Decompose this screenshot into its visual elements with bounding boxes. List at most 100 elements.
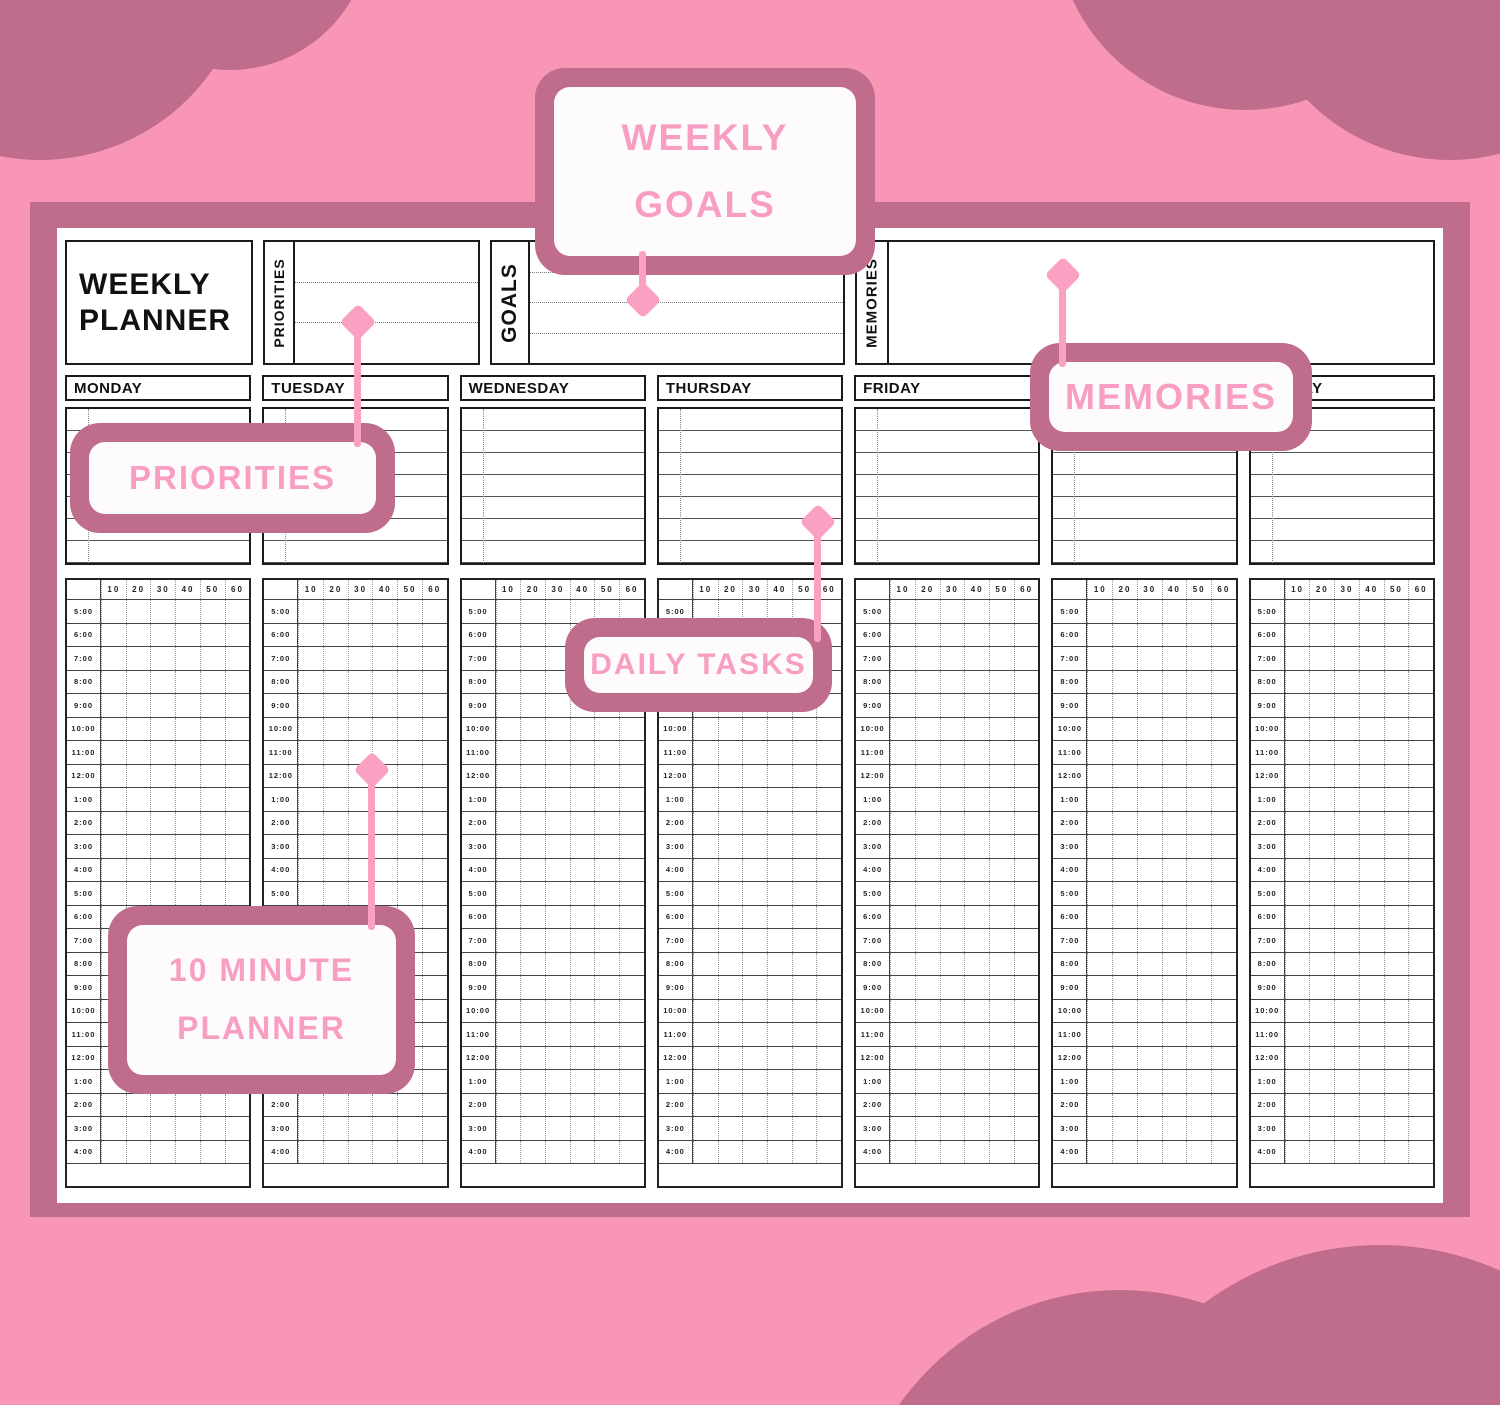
- minute-cell: [298, 835, 323, 858]
- minute-cell: [1383, 882, 1409, 905]
- minute-cell: [175, 670, 200, 693]
- minute-cell: [1309, 835, 1334, 858]
- minute-cell: [890, 1023, 915, 1046]
- minute-cell: [323, 835, 348, 858]
- minute-cell: [1211, 670, 1236, 693]
- hour-label: 9:00: [67, 976, 101, 999]
- minute-cell: [347, 741, 373, 764]
- minute-cell: [816, 741, 841, 764]
- minute-cell: [1309, 858, 1334, 881]
- minute-cell: [224, 623, 250, 646]
- minute-cell: [1408, 1023, 1433, 1046]
- minute-cell: [397, 1140, 422, 1163]
- minute-cell: [939, 811, 965, 834]
- hour-row: 4:00: [856, 858, 1039, 882]
- minute-cell: [914, 764, 940, 787]
- minute-cell: [1334, 882, 1359, 905]
- hour-label: 6:00: [856, 905, 891, 928]
- note-line: [1053, 453, 1236, 475]
- minute-cell: [495, 929, 521, 952]
- minute-cell: [520, 670, 545, 693]
- minute-cell: [1161, 952, 1187, 975]
- minute-cell: [520, 788, 545, 811]
- minute-header-label: 20: [125, 580, 151, 599]
- minute-cell: [1358, 717, 1384, 740]
- minute-cell: [939, 1140, 965, 1163]
- hour-label: 10:00: [264, 717, 299, 740]
- hour-label: 3:00: [462, 1117, 496, 1140]
- minute-cell: [101, 1023, 126, 1046]
- hour-label: 7:00: [67, 929, 101, 952]
- callout-priorities: PRIORITIES: [70, 423, 395, 533]
- minute-cell: [939, 952, 965, 975]
- minute-cell: [816, 811, 841, 834]
- minute-cell: [1112, 623, 1137, 646]
- minute-header-label: 10: [101, 580, 126, 599]
- minute-cell: [989, 1046, 1014, 1069]
- minute-cell: [347, 882, 373, 905]
- minute-cell: [545, 905, 570, 928]
- minute-cell: [495, 623, 521, 646]
- minute-cell: [372, 1093, 397, 1116]
- hour-row: 6:00: [1053, 905, 1236, 929]
- minute-header-label: 40: [175, 580, 200, 599]
- hour-label: 11:00: [659, 741, 693, 764]
- minute-cell: [520, 623, 545, 646]
- minute-cell: [791, 976, 817, 999]
- minute-cell: [692, 717, 718, 740]
- minute-cell: [199, 600, 225, 623]
- hour-row: 7:00: [856, 929, 1039, 953]
- minute-cell: [569, 764, 595, 787]
- minute-cell: [964, 1046, 989, 1069]
- minute-cell: [1087, 1140, 1112, 1163]
- minute-cell: [594, 1140, 619, 1163]
- hour-label: 8:00: [856, 952, 891, 975]
- minute-header-spacer: [856, 580, 891, 599]
- minute-cell: [914, 623, 940, 646]
- minute-cell: [175, 811, 200, 834]
- minute-cell: [594, 976, 619, 999]
- hour-row: 10:00: [264, 717, 447, 741]
- minute-cell: [767, 858, 792, 881]
- note-line: [461, 453, 644, 475]
- hour-row: 11:00: [856, 741, 1039, 765]
- minute-cell: [1309, 905, 1334, 928]
- minute-cell: [1161, 1023, 1187, 1046]
- minute-cell: [1136, 1023, 1162, 1046]
- hour-label: 10:00: [1053, 717, 1088, 740]
- minute-cell: [150, 1117, 175, 1140]
- minute-cell: [1087, 952, 1112, 975]
- minute-cell: [101, 1093, 126, 1116]
- minute-cell: [150, 623, 175, 646]
- minute-cell: [545, 694, 570, 717]
- hour-label: 8:00: [264, 670, 299, 693]
- minute-cell: [1383, 1046, 1409, 1069]
- hour-label: 7:00: [264, 647, 299, 670]
- minute-cell: [1408, 647, 1433, 670]
- pointer-stem-weekly-goals: [639, 251, 646, 300]
- hour-label: 3:00: [264, 1117, 299, 1140]
- minute-cell: [890, 1140, 915, 1163]
- minute-cell: [791, 811, 817, 834]
- minute-cell: [1383, 1093, 1409, 1116]
- minute-cell: [964, 1093, 989, 1116]
- minute-header-label: 30: [1334, 580, 1359, 599]
- minute-cell: [1383, 811, 1409, 834]
- minute-cell: [421, 741, 447, 764]
- minute-cell: [1087, 764, 1112, 787]
- minute-cell: [914, 600, 940, 623]
- minute-cell: [742, 1046, 767, 1069]
- minute-cell: [1136, 694, 1162, 717]
- hour-row: 1:00: [1250, 1070, 1433, 1094]
- minute-cell: [150, 835, 175, 858]
- hour-label: 12:00: [462, 1046, 496, 1069]
- minute-cell: [1087, 623, 1112, 646]
- minute-cell: [520, 1140, 545, 1163]
- minute-cell: [1136, 1070, 1162, 1093]
- hour-label: 5:00: [856, 600, 891, 623]
- minute-cell: [101, 929, 126, 952]
- minute-cell: [890, 1117, 915, 1140]
- minute-cell: [1087, 835, 1112, 858]
- minute-cell: [421, 835, 447, 858]
- hour-label: 11:00: [67, 1023, 101, 1046]
